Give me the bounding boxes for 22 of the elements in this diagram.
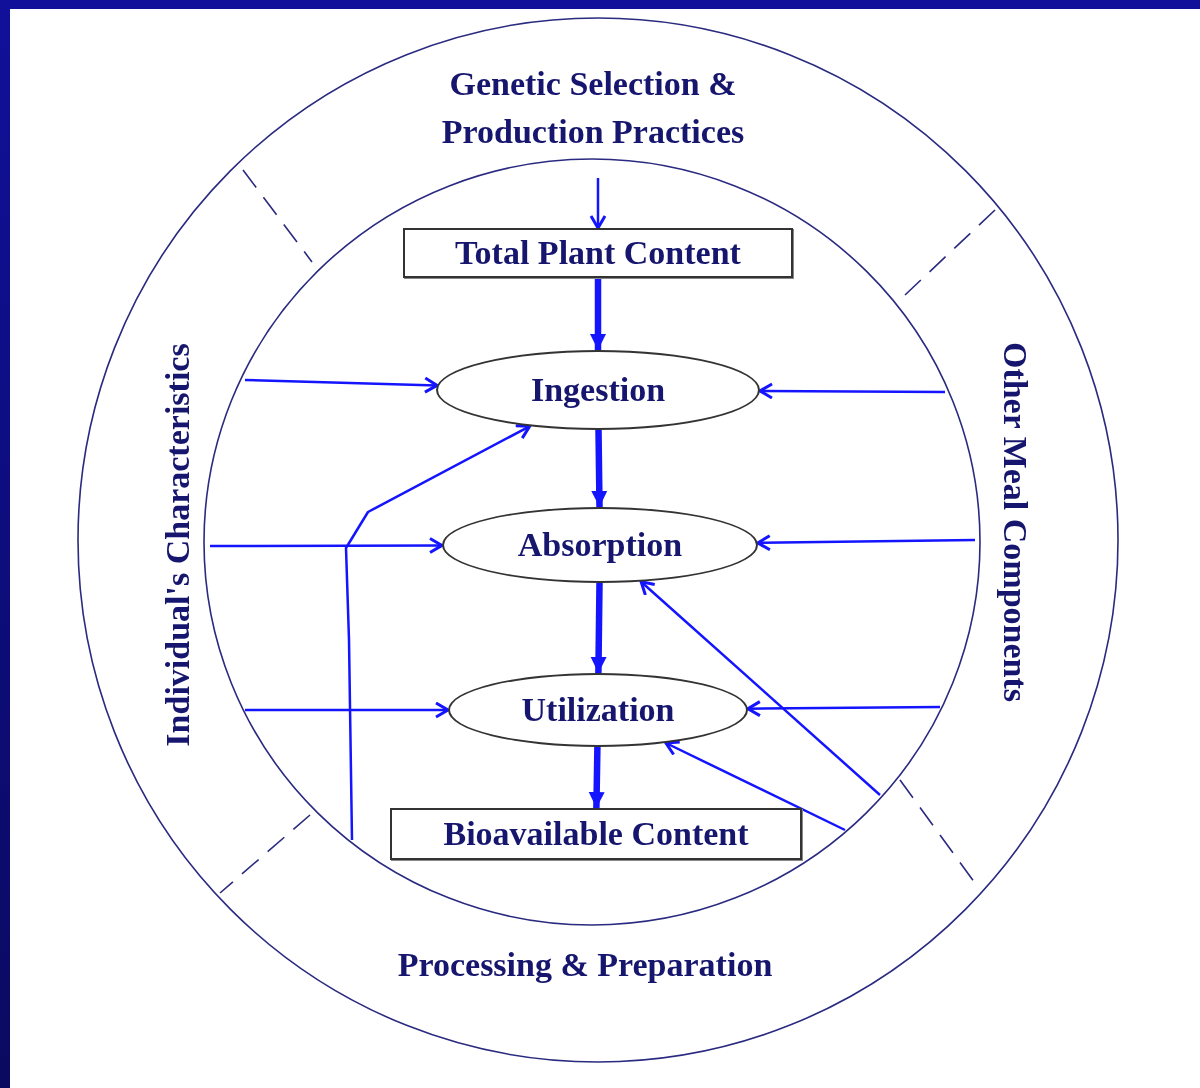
sector-label: Processing & Preparation [315,940,855,990]
content-box: Bioavailable Content [390,808,802,860]
arrow [664,740,846,832]
arrow [756,534,975,552]
arrow [639,580,881,796]
sector-label: Genetic Selection & Production Practices [383,58,803,158]
arrow [746,700,940,718]
arrow [591,429,608,508]
arrow [210,536,444,554]
content-box: Total Plant Content [403,228,793,278]
arrow [590,278,606,350]
arrow [589,178,607,230]
process-ellipse: Ingestion [436,350,760,430]
sector-label: Other Meal Components [991,242,1039,802]
sector-label: Individual's Characteristics [154,265,202,825]
arrow [590,582,607,674]
arrow [245,701,450,719]
process-ellipse: Absorption [442,507,758,583]
arrow [588,746,605,809]
process-ellipse: Utilization [448,673,748,747]
arrow [758,382,945,400]
arrow [344,424,532,840]
